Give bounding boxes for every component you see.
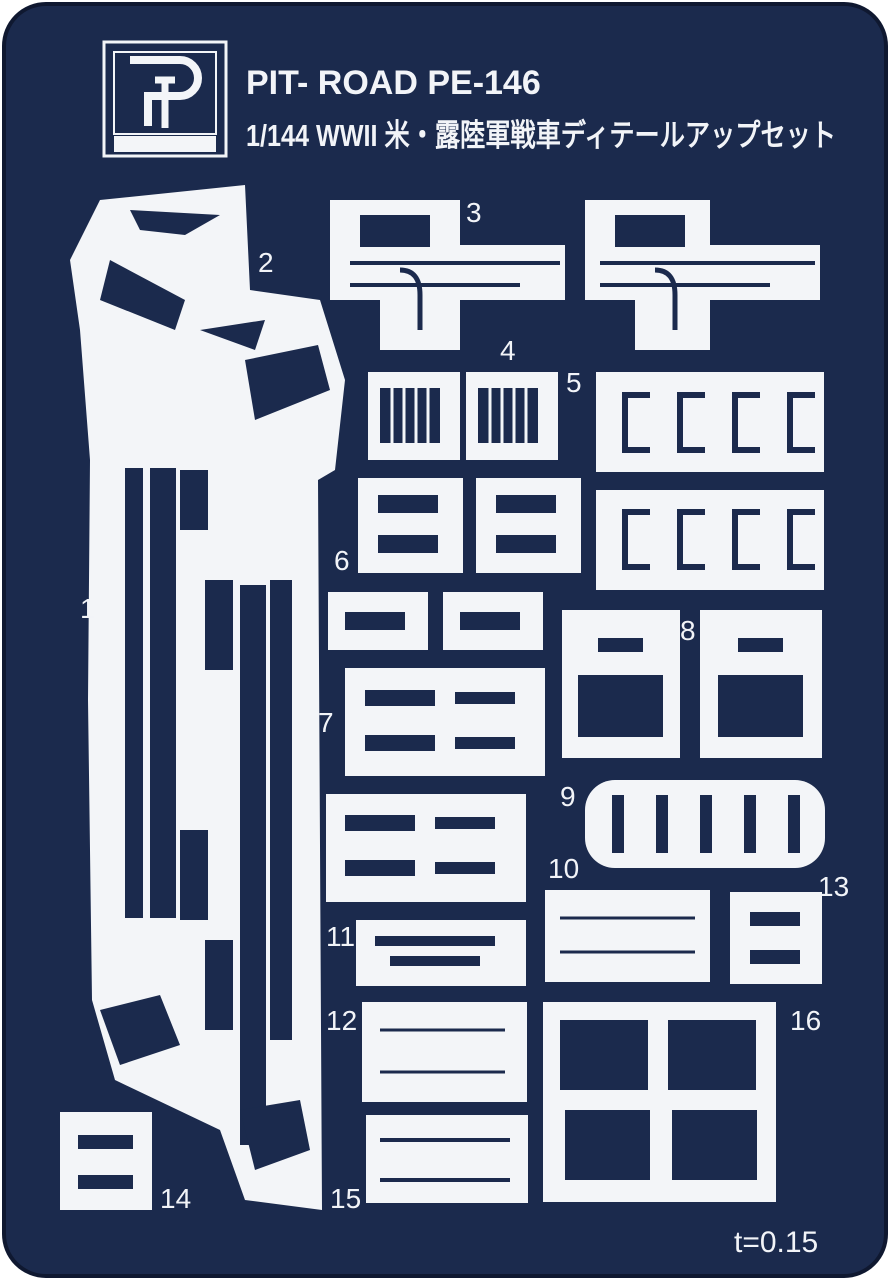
sheet-title: PIT- ROAD PE-146 <box>246 64 541 102</box>
part-number-9: 9 <box>560 781 576 812</box>
part-5-handles <box>596 372 824 590</box>
part-number-4: 4 <box>500 335 516 366</box>
part-number-7: 7 <box>318 707 334 738</box>
part-number-14: 14 <box>160 1183 191 1214</box>
part-number-12: 12 <box>326 1005 357 1036</box>
part-number-2: 2 <box>258 247 274 278</box>
part-number-1: 1 <box>80 593 96 624</box>
part-number-16: 16 <box>790 1005 821 1036</box>
part-12-rods <box>362 1002 527 1102</box>
part-number-8: 8 <box>680 615 696 646</box>
thickness-label: t=0.15 <box>734 1226 818 1259</box>
part-number-6: 6 <box>334 545 350 576</box>
part-7-tow-cables <box>326 668 545 902</box>
part-8-mesh <box>562 610 822 758</box>
part-number-10: 10 <box>548 853 579 884</box>
part-13-clamps <box>730 892 822 984</box>
part-3-frame-right <box>585 200 820 350</box>
sheet-subtitle: 1/144 WWII 米・露陸軍戦車ディテールアップセット <box>246 118 836 153</box>
part-9-springs <box>585 780 825 868</box>
part-14-small <box>60 1112 152 1210</box>
part-number-13: 13 <box>818 871 849 902</box>
part-3-frame-left <box>330 200 565 350</box>
part-number-3: 3 <box>466 197 482 228</box>
part-number-15: 15 <box>330 1183 361 1214</box>
part-10-antennas <box>545 890 710 982</box>
pit-road-logo <box>102 40 228 158</box>
part-1-2-hull-sheet <box>70 185 345 1210</box>
part-16-plates <box>543 1002 776 1202</box>
part-number-5: 5 <box>566 367 582 398</box>
part-6-brackets <box>328 478 581 650</box>
part-numbers: 1 2 3 4 5 6 7 8 9 10 11 12 13 14 15 16 <box>80 197 849 1214</box>
part-4-grilles <box>368 372 558 460</box>
part-number-11: 11 <box>326 921 355 952</box>
part-15-bars <box>366 1115 528 1203</box>
part-11-strip <box>356 920 526 986</box>
